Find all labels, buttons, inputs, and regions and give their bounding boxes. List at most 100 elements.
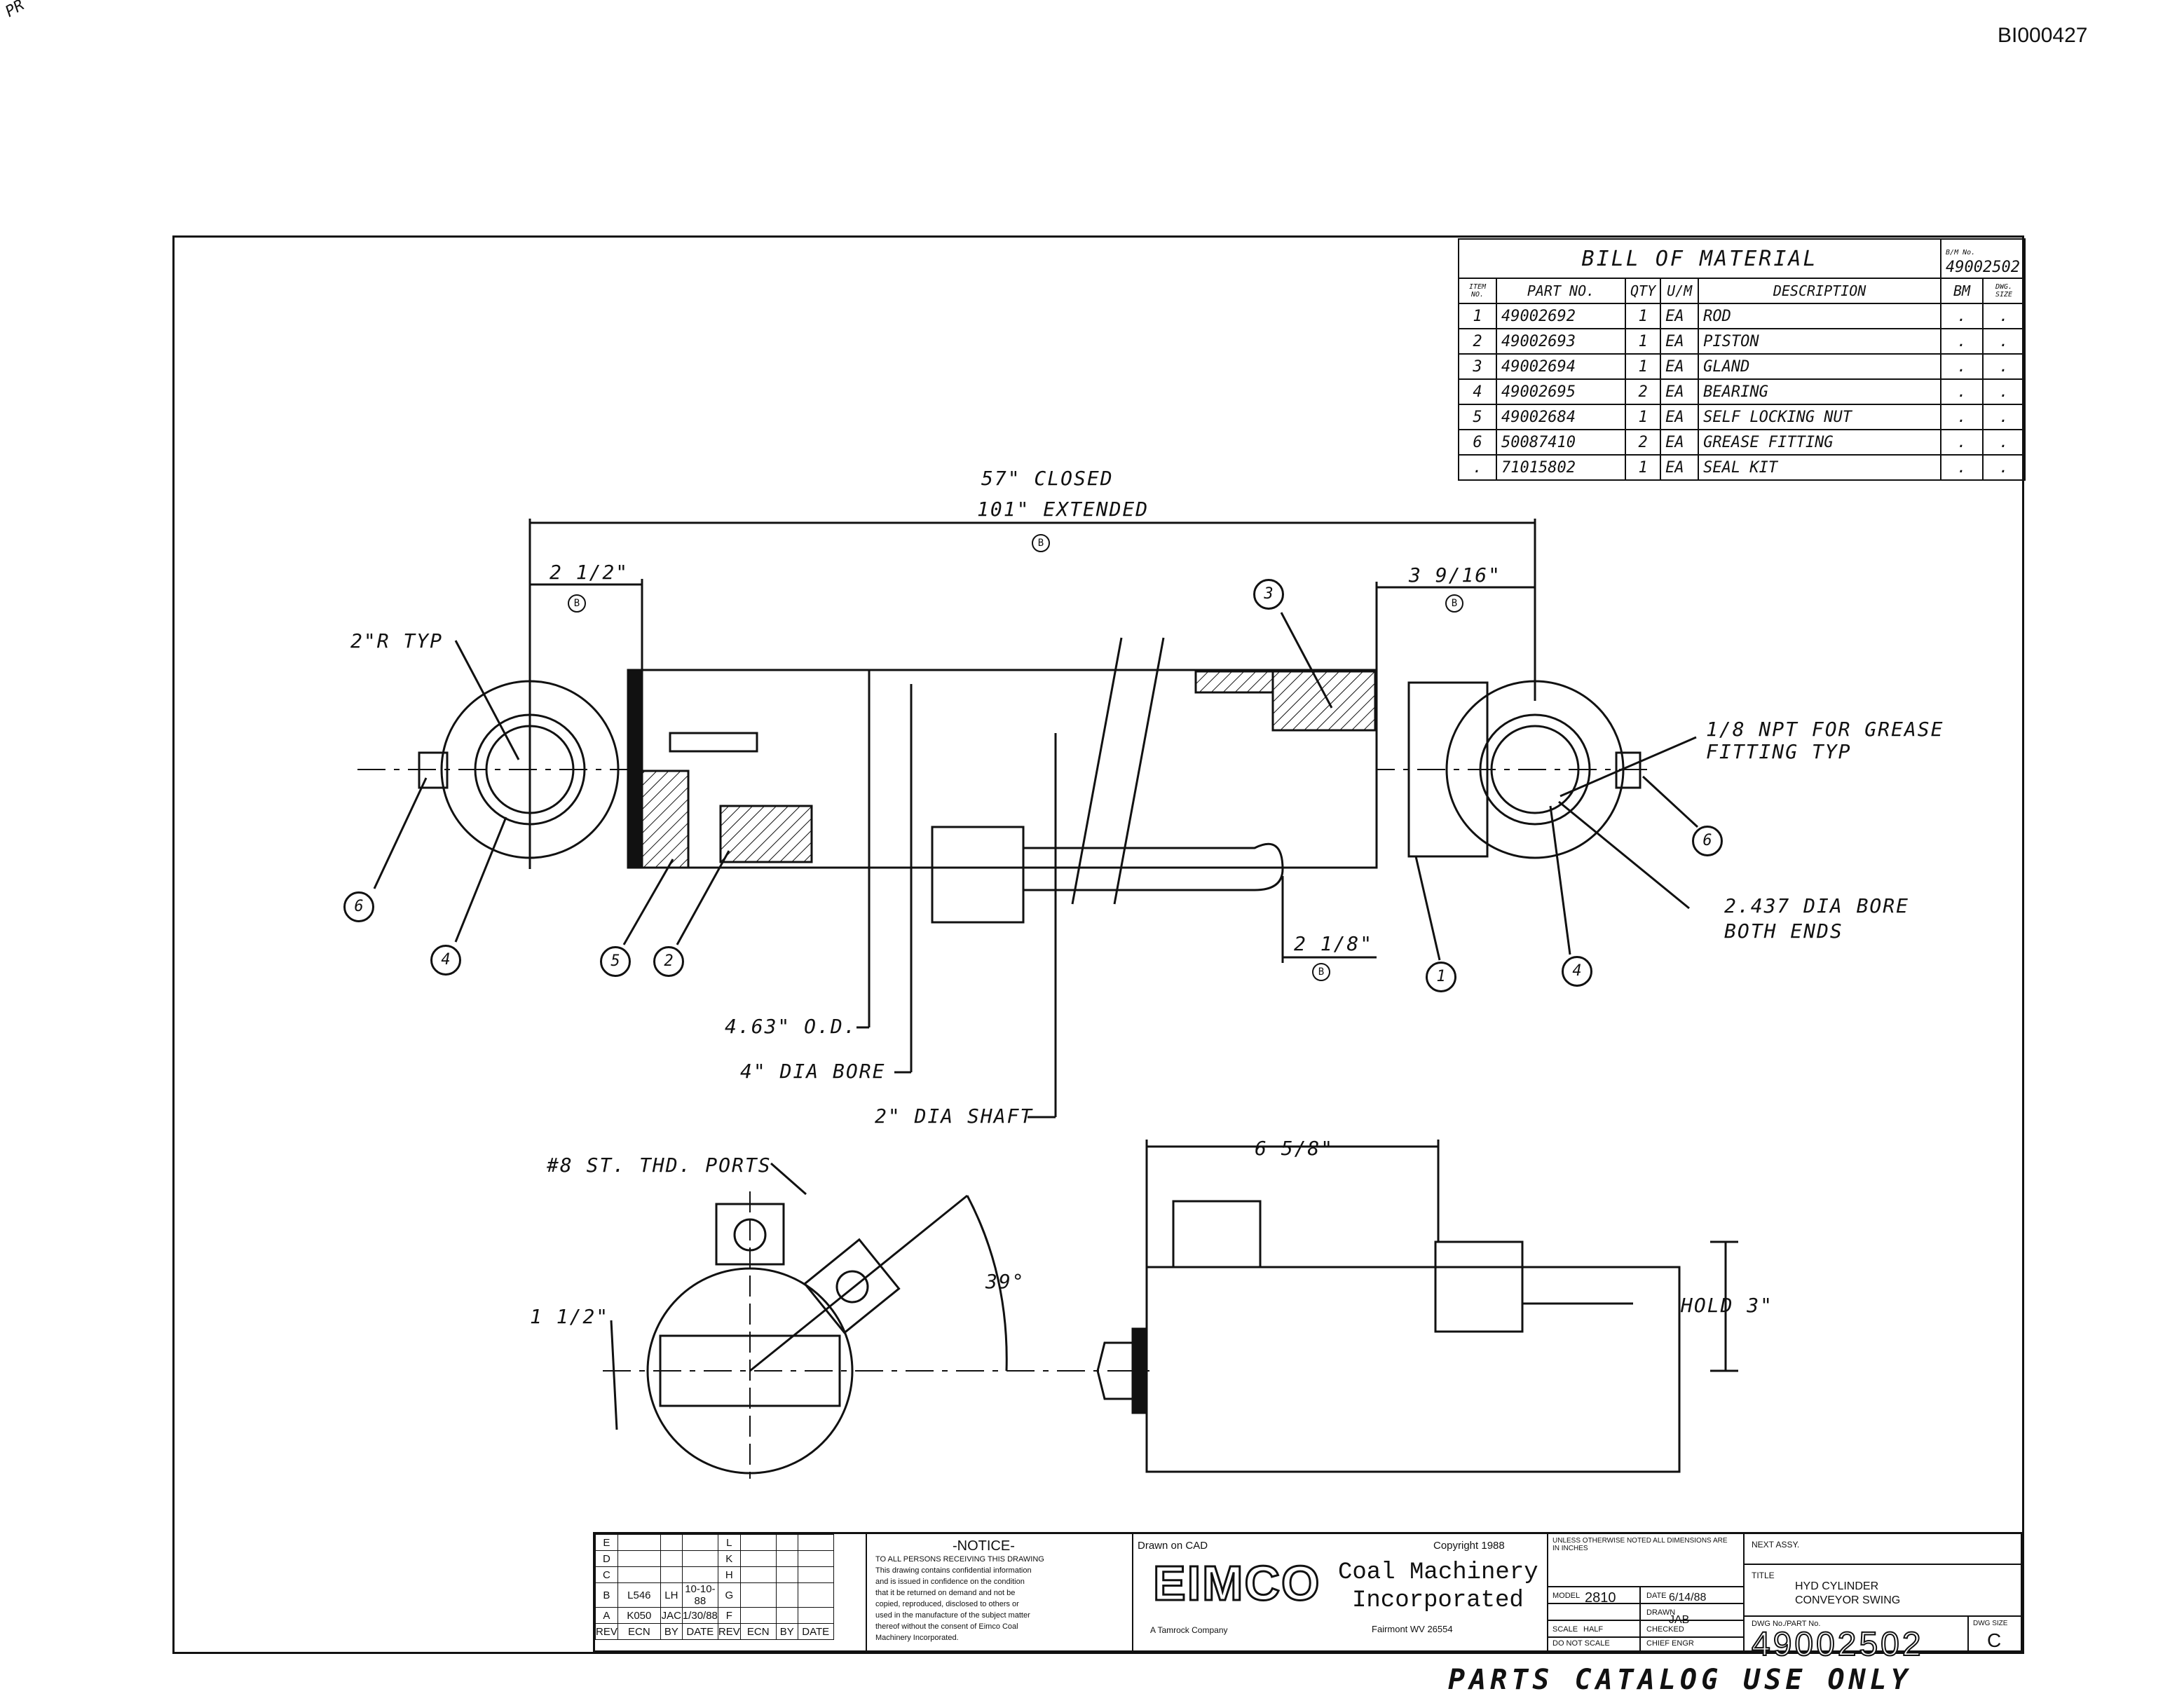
drawing-title: HYD CYLINDER [1795, 1580, 1879, 1592]
extended-length-label: 101" EXTENDED [977, 498, 1149, 521]
rev-header: REV [595, 1623, 618, 1640]
notice-line: thereof without the consent of Eimco Coa… [875, 1622, 1018, 1631]
bom-cell: . [1940, 429, 1984, 456]
revision-cell: H [717, 1566, 741, 1583]
port-angle-label: 39° [985, 1270, 1025, 1293]
item-bubble-1: 1 [1426, 962, 1456, 992]
bom-number: 49002502 [1946, 259, 2020, 276]
shaft-diameter-label: 2" DIA SHAFT [875, 1105, 1034, 1128]
bom-cell: EA [1660, 404, 1700, 430]
revision-cell: D [595, 1550, 618, 1567]
revision-cell [739, 1550, 777, 1567]
notice-line: This drawing contains confidential infor… [875, 1566, 1032, 1575]
item-bubble-4: 4 [430, 945, 461, 976]
drawing-number-label: DWG No./PART No. [1752, 1620, 1821, 1628]
revision-cell [617, 1550, 661, 1567]
bom-cell: . [1940, 353, 1984, 380]
bom-cell: SEAL KIT [1698, 454, 1942, 481]
radius-label: 2"R TYP [350, 629, 444, 652]
left-offset-dimension: 2 1/2" [550, 561, 629, 584]
bom-header: DESCRIPTION [1698, 278, 1942, 304]
bom-cell: . [1982, 404, 2026, 430]
revision-cell: A [595, 1607, 618, 1624]
rev-header: ECN [739, 1623, 777, 1640]
chief-engineer-label: CHIEF ENGR [1646, 1639, 1694, 1648]
tolerance-note: UNLESS OTHERWISE NOTED ALL DIMENSIONS AR… [1552, 1537, 1728, 1552]
drawn-by: JAB [1669, 1614, 1690, 1626]
revision-cell [660, 1566, 683, 1583]
bom-cell: . [1940, 454, 1984, 481]
hold-dimension-label: HOLD 3" [1681, 1294, 1774, 1317]
item-bubble-4: 4 [1562, 956, 1592, 987]
rev-header: BY [775, 1623, 798, 1640]
drawing-title-line2: CONVEYOR SWING [1795, 1594, 1901, 1606]
rod-offset-dimension: 2 1/8" [1294, 932, 1374, 955]
revision-cell [775, 1607, 798, 1624]
bom-header: U/M [1660, 278, 1700, 304]
outer-diameter-label: 4.63" O.D. [725, 1015, 857, 1038]
bom-cell: 49002694 [1496, 353, 1626, 380]
npt-label-line2: FITTING TYP [1706, 740, 1852, 763]
bom-header: QTY [1624, 278, 1662, 304]
bom-header: PART NO. [1496, 278, 1626, 304]
revision-cell [797, 1534, 834, 1551]
closed-length-label: 57" CLOSED [981, 467, 1114, 490]
revision-cell [681, 1550, 718, 1567]
revision-cell [739, 1607, 777, 1624]
company-name: Coal Machinery [1338, 1559, 1538, 1586]
copyright: Copyright 1988 [1433, 1540, 1505, 1552]
bom-cell: EA [1660, 303, 1700, 329]
revision-cell [739, 1566, 777, 1583]
notice-line: that it be returned on demand and not be [875, 1589, 1016, 1597]
revision-cell [775, 1582, 798, 1608]
bore-diameter-label: 4" DIA BORE [740, 1060, 886, 1083]
revision-cell [617, 1534, 661, 1551]
bom-cell: 5 [1458, 404, 1497, 430]
date-label: DATE [1646, 1592, 1667, 1600]
bom-cell: ROD [1698, 303, 1942, 329]
bill-of-material-table: BILL OF MATERIAL B/M No. 49002502 ITEM N… [1457, 238, 2026, 481]
drawing-date: 6/14/88 [1669, 1592, 1707, 1603]
bom-cell: 1 [1458, 303, 1497, 329]
bom-cell: EA [1660, 378, 1700, 405]
revision-cell: 1/30/88 [681, 1607, 718, 1624]
revision-cell [739, 1534, 777, 1551]
bom-header: BM [1940, 278, 1984, 304]
revision-cell [797, 1566, 834, 1583]
item-bubble-3: 3 [1253, 579, 1284, 610]
revision-cell: L546 [617, 1582, 661, 1608]
bom-cell: 4 [1458, 378, 1497, 405]
cap-end-weld [627, 669, 643, 869]
notice-line: used in the manufacture of the subject m… [875, 1611, 1030, 1620]
right-offset-dimension: 3 9/16" [1409, 563, 1502, 587]
bom-cell: . [1458, 454, 1497, 481]
bom-cell: . [1982, 378, 2026, 405]
bom-cell: EA [1660, 454, 1700, 481]
bom-cell: BEARING [1698, 378, 1942, 405]
bom-cell: . [1982, 454, 2026, 481]
item-bubble-6: 6 [1692, 826, 1723, 856]
width-dimension-label: 6 5/8" [1255, 1137, 1335, 1160]
revision-cell [660, 1550, 683, 1567]
bom-cell: 2 [1458, 328, 1497, 355]
side-view-outline [1145, 1266, 1681, 1473]
drawing-number: 49002502 [1751, 1625, 1924, 1664]
revision-cell [681, 1566, 718, 1583]
revision-cell [797, 1550, 834, 1567]
model-number: 2810 [1585, 1590, 1616, 1606]
note-b-marker: B [1032, 534, 1050, 552]
scale-label: SCALE [1552, 1625, 1578, 1634]
title-label: TITLE [1752, 1571, 1775, 1580]
bom-cell: 1 [1624, 404, 1662, 430]
port-offset-label: 1 1/2" [530, 1305, 610, 1328]
notice-title: -NOTICE- [953, 1538, 1015, 1554]
revision-cell: L [717, 1534, 741, 1551]
